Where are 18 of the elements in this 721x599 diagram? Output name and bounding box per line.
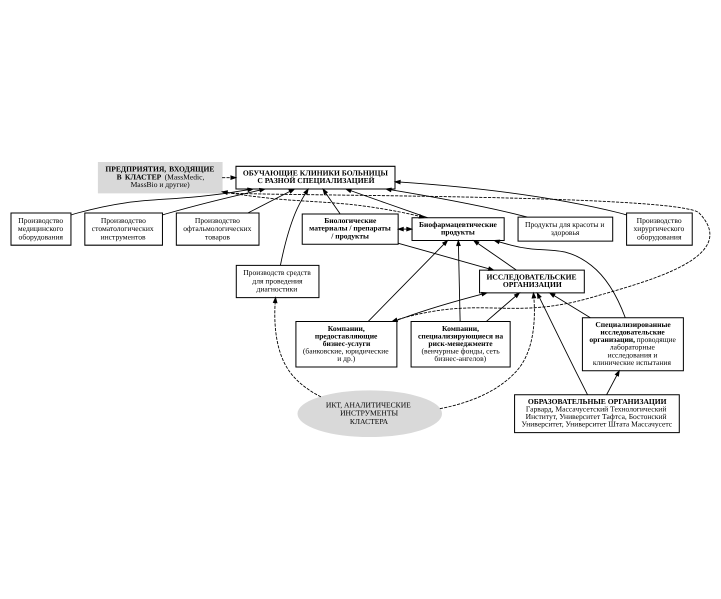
arrow	[548, 292, 591, 318]
arrow	[472, 240, 517, 270]
arrow	[536, 292, 588, 396]
arrow	[247, 188, 296, 214]
arrow	[70, 188, 254, 216]
arrow	[439, 292, 536, 410]
arrow	[280, 188, 309, 266]
arrow	[486, 292, 520, 322]
arrow	[222, 175, 238, 180]
arrow	[272, 296, 322, 398]
arrow	[322, 188, 340, 214]
arrow	[396, 226, 414, 232]
arrow	[606, 370, 620, 396]
arrow	[456, 239, 461, 322]
arrow	[162, 188, 266, 216]
arrow	[398, 242, 495, 271]
arrow	[394, 180, 627, 216]
arrow	[492, 240, 626, 318]
